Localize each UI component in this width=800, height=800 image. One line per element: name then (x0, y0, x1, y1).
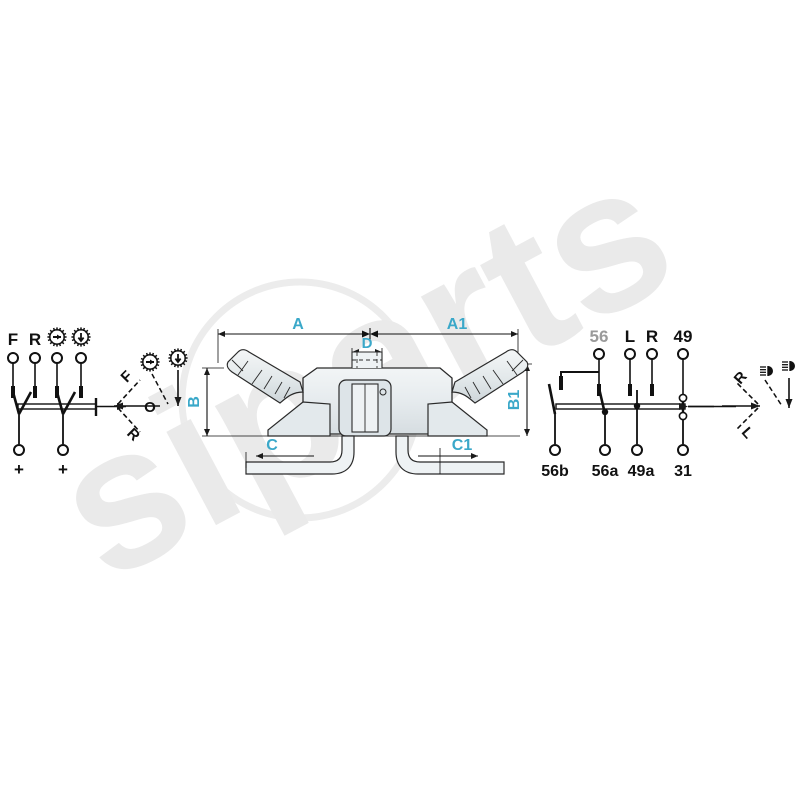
dimension-A-A1: A A1 (217, 316, 519, 363)
terminal-label-56a: 56a (592, 463, 619, 480)
terminal-label-r: R (29, 330, 41, 349)
right-top-rings (593, 348, 689, 360)
right-node-rings (678, 393, 688, 421)
switch-blades (11, 391, 77, 415)
dimension-label-C: C (266, 437, 278, 454)
junction-dot (633, 402, 641, 410)
wire-harness (245, 435, 505, 475)
wiper-washer-lever (451, 349, 529, 404)
wiper-motor-icon (46, 326, 68, 348)
terminal-label-49a: 49a (628, 463, 655, 480)
terminal-label-l: L (625, 327, 635, 346)
leader-dashed-2 (764, 379, 783, 407)
washer-pump-icon (70, 326, 92, 348)
terminal-label-56: 56 (590, 327, 609, 346)
dimension-label-D: D (362, 335, 373, 352)
junction-dot-2 (601, 408, 609, 416)
dimension-label-A1: A1 (447, 316, 468, 333)
terminal-label-plus-2: + (58, 460, 68, 479)
dimension-C1: C1 (418, 437, 478, 474)
terminal-label-f: F (8, 330, 18, 349)
leader-dashed-1 (151, 373, 169, 405)
jumper-bracket-56 (559, 371, 599, 390)
dimension-C: C (245, 437, 314, 468)
terminal-label-r: R (646, 327, 658, 346)
dimension-label-B: B (186, 396, 203, 408)
bottom-terminal-rings (13, 444, 69, 456)
washer-pump-icon-2 (167, 347, 189, 369)
dimension-label-B1: B1 (506, 390, 523, 411)
top-terminal-rings (7, 352, 87, 364)
wiper-motor-icon-2 (139, 351, 161, 373)
turn-signal-lever (226, 349, 304, 404)
right-bottom-rings (549, 444, 689, 456)
right-schematic: 56 L R 49 (541, 327, 736, 480)
dimension-label-C1: C1 (452, 437, 473, 454)
blade-stems (18, 412, 64, 444)
dimension-label-A: A (292, 316, 304, 333)
terminal-label-56b: 56b (541, 463, 569, 480)
position-label-o: O (144, 399, 156, 416)
terminal-label-plus-1: + (14, 460, 24, 479)
switch-housing (267, 351, 488, 437)
terminal-label-49: 49 (674, 327, 693, 346)
terminal-label-31: 31 (674, 463, 692, 480)
left-schematic: F R (7, 326, 126, 479)
